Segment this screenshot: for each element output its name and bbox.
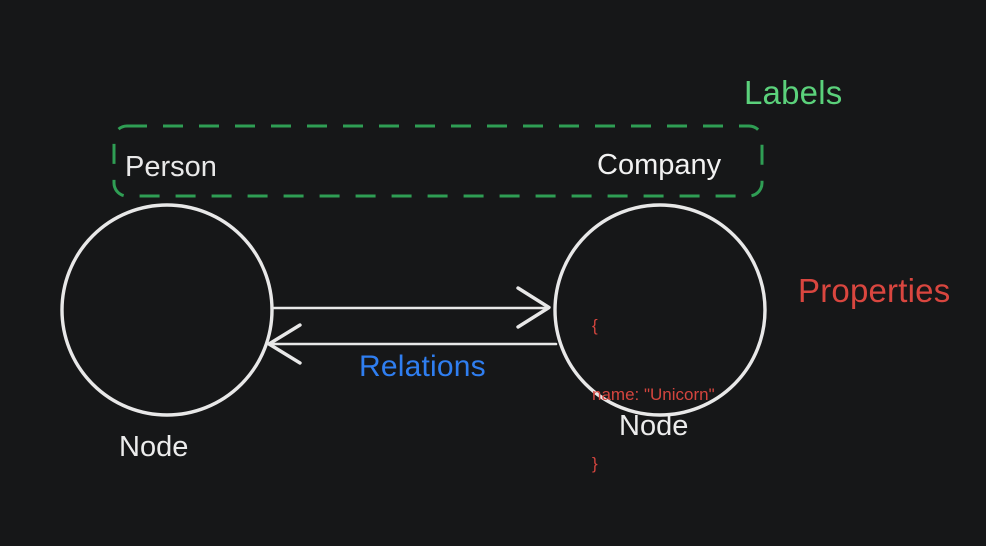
node-caption-company: Node — [619, 410, 689, 442]
relation-arrow-forward — [272, 286, 551, 329]
company-node-properties: { name: "Unicorn" } — [592, 268, 715, 521]
property-line-name: name: "Unicorn" — [592, 385, 715, 404]
label-box-outline — [112, 124, 764, 198]
person-node-circle — [60, 203, 274, 417]
company-node-circle — [553, 203, 767, 417]
property-line-open: { — [592, 316, 598, 335]
property-line-close: } — [592, 454, 598, 473]
label-person: Person — [125, 151, 217, 183]
relation-arrow-backward — [267, 323, 558, 365]
annotation-relations: Relations — [359, 350, 486, 383]
annotation-properties: Properties — [798, 272, 951, 309]
annotation-labels: Labels — [744, 74, 843, 111]
node-caption-person: Node — [119, 431, 189, 463]
label-company: Company — [597, 149, 722, 181]
